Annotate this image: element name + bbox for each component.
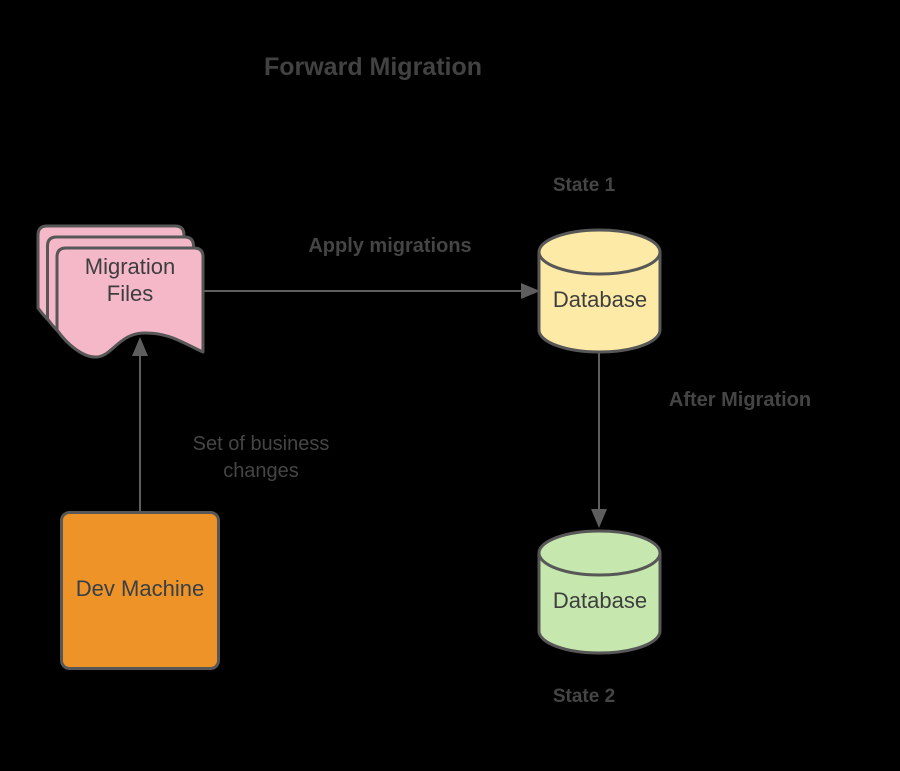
dev-machine-node: Dev Machine xyxy=(60,511,220,670)
migration-files-node: Migration Files xyxy=(36,224,205,359)
database-state2-body xyxy=(537,529,662,655)
database-state1-node: Database xyxy=(537,228,662,354)
after-migration-arrowhead-icon xyxy=(591,509,607,528)
database-state1-body xyxy=(537,228,662,354)
database-state1-rim xyxy=(537,251,662,276)
dev-machine-box xyxy=(60,511,220,670)
business-changes-label-line2: changes xyxy=(223,460,299,482)
database-state2-label: Database xyxy=(553,588,647,613)
dev-machine-label: Dev Machine xyxy=(76,576,204,601)
apply-migrations-label: Apply migrations xyxy=(308,235,471,257)
state2-label: State 2 xyxy=(553,686,615,707)
database-state2-rim xyxy=(537,552,662,577)
business-changes-label-line1: Set of business xyxy=(193,433,330,455)
diagram-title: Forward Migration xyxy=(264,53,482,81)
state1-label: State 1 xyxy=(553,175,616,196)
after-migration-connector: After Migration xyxy=(591,353,811,528)
migration-files-label-line1: Migration xyxy=(85,254,175,279)
business-changes-arrowhead-icon xyxy=(132,337,148,356)
after-migration-label: After Migration xyxy=(669,389,811,411)
migration-files-label-line2: Files xyxy=(107,281,153,306)
database-state1-label: Database xyxy=(553,287,647,312)
business-changes-connector: Set of business changes xyxy=(132,337,329,511)
apply-migrations-arrowhead-icon xyxy=(521,283,540,299)
document-page-front xyxy=(55,246,205,359)
apply-migrations-connector: Apply migrations xyxy=(204,235,540,299)
database-state2-node: Database xyxy=(537,529,662,655)
